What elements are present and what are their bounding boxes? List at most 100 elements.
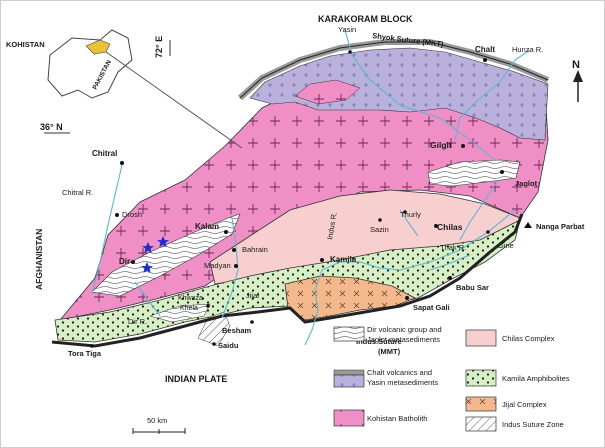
kalam-label: Kalam (195, 222, 219, 231)
legend-kohistan: Kohistan Batholith (367, 414, 427, 423)
dir-river (134, 281, 161, 317)
chitral-marker (120, 161, 124, 165)
legend-swatch-dir (333, 326, 365, 342)
gine-marker (486, 230, 490, 234)
gilgit-marker (461, 144, 465, 148)
legend-chalt-line2: Yasin metasediments (367, 378, 438, 387)
kamila-label: Kamila (330, 255, 357, 264)
legend-indus: Indus Suture Zone (502, 420, 564, 429)
places: Yasin Chalt Hunza R. Chitral Chitral R. … (62, 25, 585, 358)
indus-suture-label: Indus Suture (356, 337, 402, 346)
inset-pointer-line (105, 51, 243, 149)
khwaza-marker (206, 304, 210, 308)
inset-kohistan-label: KOHISTAN (6, 40, 45, 49)
scale-label: 50 km (147, 416, 167, 425)
chitral-river (91, 164, 123, 295)
latitude-label: 36° N (40, 122, 63, 132)
chalt-label: Chalt (475, 45, 495, 54)
bahrain-label: Bahrain (242, 245, 268, 254)
dir-label: Dir (119, 257, 130, 266)
map-units (54, 47, 549, 347)
legend-chilas: Chilas Complex (502, 334, 555, 343)
legend-kamila: Kamila Amphibolites (502, 374, 570, 383)
legend-dir-line2: Jaglot metasediments (367, 335, 440, 344)
rivers (91, 29, 531, 346)
nanga-parbat-marker (524, 222, 532, 228)
saidu-label: Saidu (218, 341, 239, 350)
sapat-gali-label: Sapat Gali (413, 303, 450, 312)
sazin-marker (378, 218, 382, 222)
jijal-label: Jijal (246, 291, 259, 300)
inset-map: KOHISTAN PAKISTAN (6, 29, 243, 149)
khwaza-label-1: Khwaza (178, 295, 203, 302)
khwaza-label-2: Khela (180, 305, 198, 312)
thurly-marker (403, 210, 407, 214)
north-arrow: N (572, 59, 583, 102)
jaglot-marker (500, 170, 504, 174)
sample-stars (141, 236, 169, 273)
legend-swatch-indus (465, 416, 497, 432)
thak-river (429, 254, 471, 271)
scale-bar: 50 km (132, 416, 186, 434)
metasediment-lens (149, 303, 211, 323)
jaglot-label: Jaglot (515, 179, 538, 188)
karakoram-label: KARAKORAM BLOCK (318, 14, 413, 24)
indian-plate-label: INDIAN PLATE (165, 374, 227, 384)
babu-sar-marker (448, 276, 452, 280)
besham-marker (250, 320, 254, 324)
north-arrow-head (573, 70, 583, 82)
dir-river-label: Dir R. (128, 317, 147, 326)
babu-sar-label: Babu Sar (456, 283, 489, 292)
chalt-marker (483, 58, 487, 62)
legend-swatch-chilas (465, 329, 497, 347)
legend-swatch-kohistan (333, 409, 365, 427)
legend-swatch-chalt-bar (333, 369, 365, 376)
sazin-tributary (399, 209, 419, 237)
drosh-label: Drosh (122, 210, 142, 219)
legend-swatch-chalt (333, 374, 365, 388)
tora-tiga-marker (90, 344, 94, 348)
indus-suture-line (51, 213, 524, 348)
hunza-label: Hunza R. (512, 45, 543, 54)
thurly-label: Thurly (400, 210, 421, 219)
chilas-label: Chilas (437, 222, 463, 232)
drosh-marker (115, 213, 119, 217)
tora-tiga-label: Tora Tiga (68, 349, 102, 358)
legend-jijal: Jijal Complex (502, 400, 547, 409)
gine-label: Gine (498, 241, 514, 250)
jaglot-metasediments-unit (427, 159, 521, 187)
indus-river-upper (459, 179, 499, 241)
yasin-label: Yasin (338, 25, 356, 34)
dir-marker (131, 260, 135, 264)
bahrain-marker (232, 248, 236, 252)
kamila-marker (320, 258, 324, 262)
north-label: N (572, 59, 580, 71)
sample-star-icon (142, 242, 154, 253)
legend-swatch-jijal (465, 396, 497, 412)
suture-lines (51, 39, 550, 348)
chitral-river-label: Chitral R. (62, 188, 93, 197)
legend-swatch-kamila (465, 369, 497, 387)
chilas-marker (434, 224, 438, 228)
dir-volcanic-unit (91, 213, 241, 297)
nanga-parbat-label: Nanga Parbat (536, 222, 585, 231)
swat-river (221, 217, 239, 319)
gilgit-river (344, 29, 496, 161)
longitude-label: 72° E (154, 36, 164, 58)
sample-star-icon (157, 236, 169, 247)
indus-river (314, 209, 516, 311)
gilgit-label: Gilgit (430, 140, 452, 150)
sapat-gali-marker (405, 296, 409, 300)
shyok-suture-edge (239, 41, 549, 99)
kohistan-highlight (85, 39, 111, 55)
saidu-marker (212, 342, 216, 346)
madyan-marker (234, 264, 238, 268)
legend: Dir volcanic group and Jaglot metasedime… (333, 325, 570, 432)
legend-chalt-line1: Chalt volcanics and (367, 368, 432, 377)
sazin-label: Sazin (370, 225, 389, 234)
sample-star-icon (141, 262, 153, 273)
afghanistan-label: AFGHANISTAN (34, 229, 44, 290)
yasin-marker (348, 50, 352, 54)
madyan-label: Madyan (204, 261, 231, 270)
